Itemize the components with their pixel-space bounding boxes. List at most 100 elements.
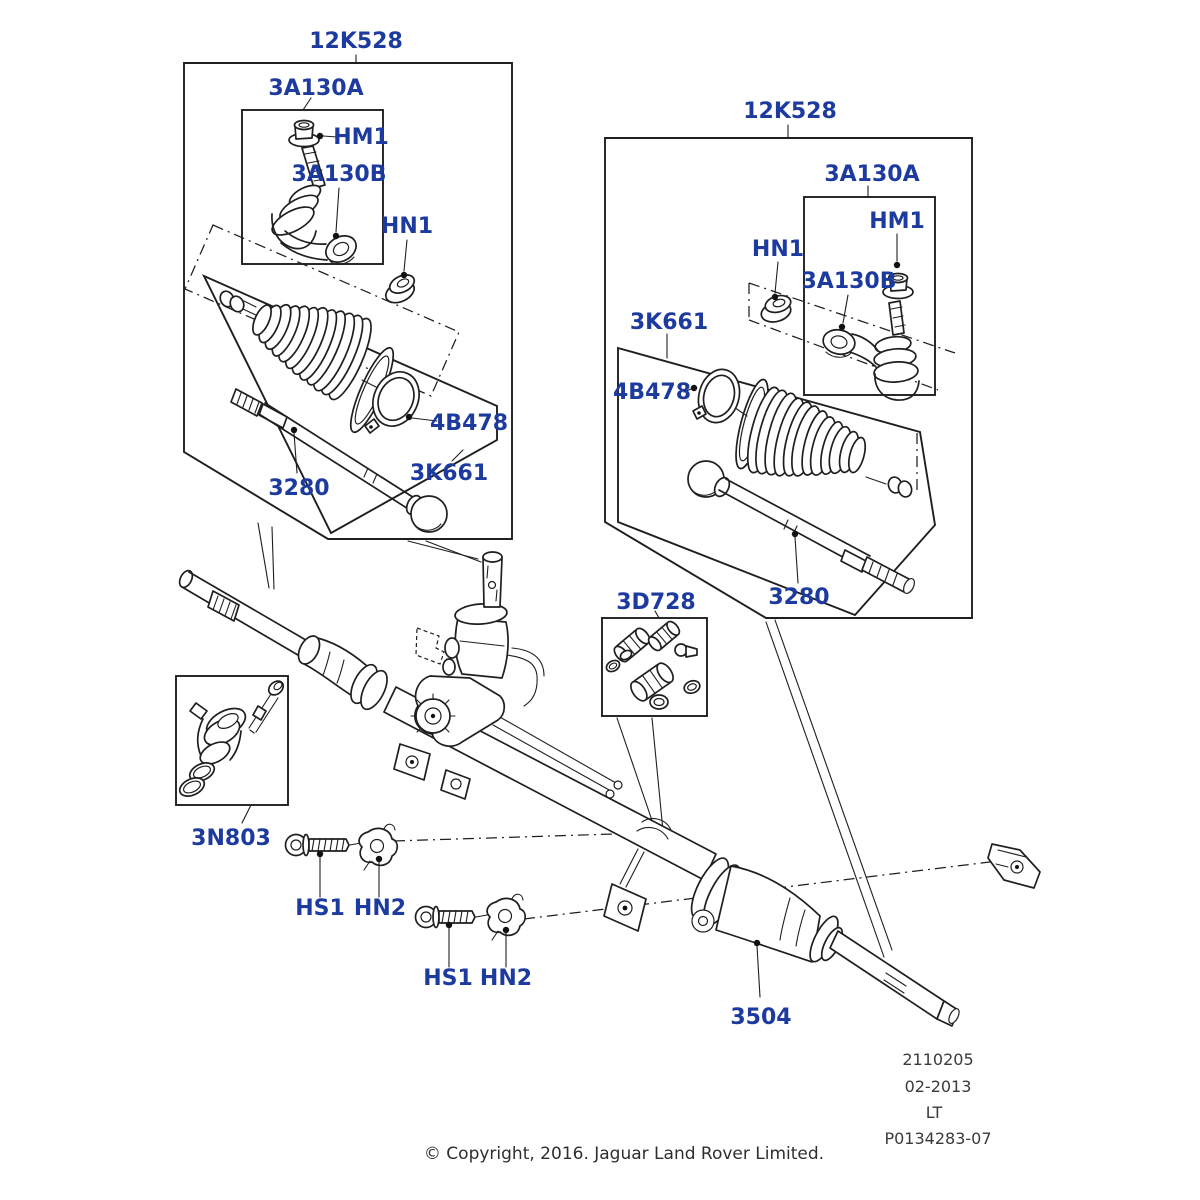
connector-kit-tick (654, 610, 660, 619)
panel-frames (175, 54, 973, 824)
steering-gear-assembly (178, 551, 1041, 1027)
rack-left-rod-threads (207, 590, 240, 622)
plate-number: P0134283-07 (884, 1129, 991, 1148)
kit-right-3280-label: 3280 (768, 585, 829, 610)
mount-clamp-a-label: HN2 (354, 896, 406, 921)
kit-left-3280-label: 3280 (268, 476, 329, 501)
kit-left-parts (219, 119, 448, 533)
kit-right-boot-kit-box (617, 346, 937, 617)
kit-right-pointer-2 (774, 619, 893, 951)
kit-left-code-label: 12K528 (309, 29, 403, 54)
kit-right-pointer-1 (765, 621, 885, 958)
footer-block: 2110205 02-2013 LT P0134283-07 © Copyrig… (424, 1050, 992, 1164)
seal-kit-label: 3N803 (191, 826, 271, 851)
kit-right-hm1-label: HM1 (869, 209, 925, 234)
kit-left-inner-tie-rod (230, 388, 448, 533)
pinion-clip-bracket (415, 627, 445, 665)
seal-kit-box (175, 675, 289, 806)
steering-gear-boot (715, 865, 960, 1027)
kit-right-ball-housing (873, 335, 920, 401)
kit-left-3a130a-tick (302, 97, 312, 111)
kit-right-tie-rod-end-box (803, 196, 936, 396)
rack-left-tie-rod (178, 569, 312, 659)
connector-fitting-1 (613, 627, 651, 663)
mount-clamp-b (486, 893, 527, 941)
mount-bolt-a (284, 833, 350, 857)
kit-right-3a130b-label: 3A130B (801, 269, 896, 294)
part-labels: 12K528 3A130A HM1 3A130B HN1 4B478 3K661… (191, 29, 925, 1030)
kit-left-3k661-label: 3K661 (410, 461, 488, 486)
kit-left-boot-kit-box (201, 274, 498, 535)
seal-kit-o-rings (178, 762, 216, 797)
mount-clamp-b-label: HN2 (480, 966, 532, 991)
kit-left-pointer-a2 (271, 526, 275, 590)
kit-right-parts (687, 272, 920, 595)
pointer-lines (257, 522, 893, 958)
kit-right-4b478-label: 4B478 (613, 380, 691, 405)
kit-right-stud-threads (888, 300, 905, 336)
kit-left-hm1-nut (288, 119, 320, 148)
kit-left-pointer-a1 (257, 522, 270, 589)
kit-left-pointer-b2 (425, 540, 482, 563)
kit-left-stud-threads (301, 145, 326, 189)
revision-date: 02-2013 (905, 1077, 972, 1096)
mount-bolt-b (414, 905, 476, 929)
clamp-a-position-line (393, 832, 647, 842)
kit-right-hm1-nut (882, 272, 914, 300)
kit-left-tie-rod-end-box (241, 109, 384, 265)
mount-bolt-a-label: HS1 (295, 896, 345, 921)
connector-kit-box (601, 617, 708, 717)
rack-bracket-right (987, 843, 1041, 889)
kit-right-boot-clamp (692, 368, 741, 424)
input-shaft-flange (454, 603, 508, 625)
mount-bolt-b-label: HS1 (423, 966, 473, 991)
mount-hardware (284, 823, 527, 941)
valve-housing (393, 551, 509, 800)
connector-fitting-2 (647, 620, 681, 652)
drawing-number: 2110205 (902, 1050, 973, 1069)
kit-left-panel-box (183, 62, 513, 540)
kit-left-boot-clamp (364, 371, 420, 434)
kit-left-4b478-label: 4B478 (430, 411, 508, 436)
hydraulic-pipes (492, 647, 623, 799)
kit-left-boot-bellows (252, 303, 411, 434)
seal-kit-cap (189, 702, 247, 765)
leader-lines (290, 132, 901, 998)
kit-right-3k661-label: 3K661 (630, 310, 708, 335)
seal-kit-leader (241, 804, 252, 824)
kit-right-boot-bushing (865, 476, 913, 498)
connector-bolt (674, 643, 698, 658)
rack-right-rod (829, 930, 945, 1020)
kit-left-hn1-nut (384, 274, 416, 304)
connector-kit-parts (605, 620, 701, 710)
steering-gear-label: 3504 (730, 1005, 791, 1030)
rack-bracket-left (603, 818, 672, 932)
kit-left-boot-bushing (219, 290, 259, 317)
kit-right-3a130a-label: 3A130A (824, 162, 919, 187)
copyright-notice: © Copyright, 2016. Jaguar Land Rover Lim… (424, 1144, 824, 1164)
connector-o-ring-2 (619, 649, 633, 661)
seal-kit-parts (178, 680, 285, 797)
kit-right-axis-line-1 (748, 282, 956, 354)
bolt-clamp-link-b (475, 914, 488, 918)
variant-code: LT (926, 1103, 943, 1122)
kit-left-hm1-label: HM1 (333, 125, 389, 150)
kit-left-ball-housing (271, 184, 322, 250)
seal-kit-bolt (248, 680, 285, 734)
kit-right-inner-tie-rod (687, 460, 916, 595)
kit-left-3a130a-label: 3A130A (268, 76, 363, 101)
kit-right-code-label: 12K528 (743, 99, 837, 124)
kit-right-panel-box (604, 137, 973, 619)
kit-left-axis-corridor (184, 224, 460, 397)
kit-right-tie-rod-arm (822, 328, 879, 368)
connector-kit-label: 3D728 (616, 590, 696, 615)
mount-clamp-a (358, 823, 399, 871)
kit-right-hn1-nut (760, 294, 792, 323)
kit-left-tie-rod-arm (280, 230, 357, 265)
kit-right-hn1-label: HN1 (752, 237, 804, 262)
rack-left-boot (297, 635, 388, 711)
connector-fitting-3 (630, 662, 674, 702)
kit-right-boot-bellows (727, 378, 867, 477)
